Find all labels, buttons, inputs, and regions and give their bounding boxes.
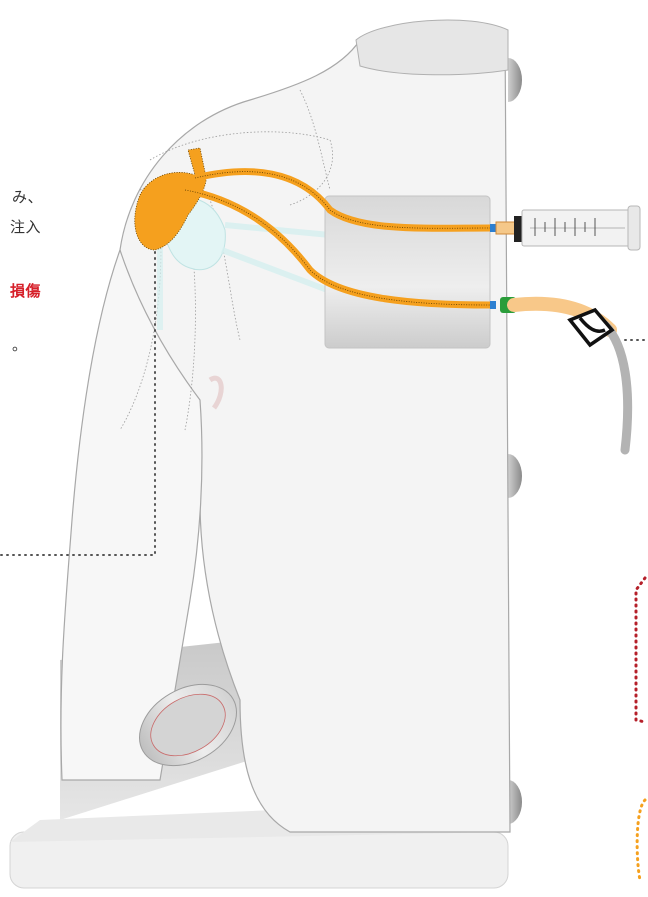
leader-lines	[0, 251, 648, 556]
side-knobs	[508, 58, 522, 824]
tube-clamp-icon	[567, 307, 615, 348]
injection-block	[324, 195, 491, 349]
label-line-4: 。	[12, 336, 28, 354]
label-line-3: 損傷	[10, 282, 42, 300]
side-markers	[634, 576, 647, 882]
label-line-1: み、	[12, 188, 44, 206]
shoulder-torso	[60, 19, 511, 833]
syringe-icon	[495, 205, 641, 251]
bursa-reservoir	[134, 147, 207, 251]
orange-tubes	[181, 168, 494, 309]
label-line-2: 注入	[10, 218, 42, 236]
